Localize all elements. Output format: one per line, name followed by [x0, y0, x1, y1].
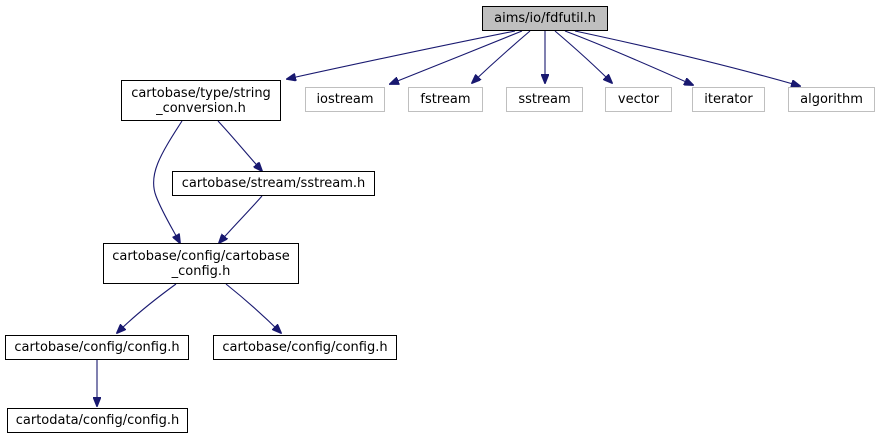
- node-config-right[interactable]: cartobase/config/config.h: [213, 335, 397, 360]
- node-algorithm[interactable]: algorithm: [788, 87, 875, 112]
- node-fstream[interactable]: fstream: [408, 87, 483, 112]
- node-root[interactable]: aims/io/fdfutil.h: [482, 6, 608, 31]
- edge-stream-sstream-cartobase-config: [219, 195, 263, 243]
- edge-root-iterator: [564, 30, 693, 85]
- node-iostream[interactable]: iostream: [305, 87, 385, 112]
- edge-root-iostream: [390, 30, 523, 84]
- edge-root-algorithm: [574, 30, 800, 86]
- node-iterator[interactable]: iterator: [692, 87, 765, 112]
- edge-string-conversion-stream-sstream: [217, 120, 262, 171]
- node-cartodata-config[interactable]: cartodata/config/config.h: [7, 408, 188, 433]
- node-config-left[interactable]: cartobase/config/config.h: [5, 335, 189, 360]
- edge-string-conversion-cartobase-config: [152, 120, 183, 243]
- node-sstream[interactable]: sstream: [506, 87, 583, 112]
- node-stream-sstream[interactable]: cartobase/stream/sstream.h: [172, 171, 375, 196]
- node-vector[interactable]: vector: [605, 87, 672, 112]
- node-string-conversion[interactable]: cartobase/type/string _conversion.h: [121, 80, 281, 121]
- edge-cartobase-config-config-right: [225, 283, 281, 333]
- edge-root-fstream: [472, 30, 531, 83]
- edge-cartobase-config-config-left: [117, 283, 177, 333]
- node-cartobase-config[interactable]: cartobase/config/cartobase _config.h: [103, 243, 299, 284]
- edge-root-string-conversion: [287, 30, 516, 79]
- edge-root-vector: [554, 30, 612, 83]
